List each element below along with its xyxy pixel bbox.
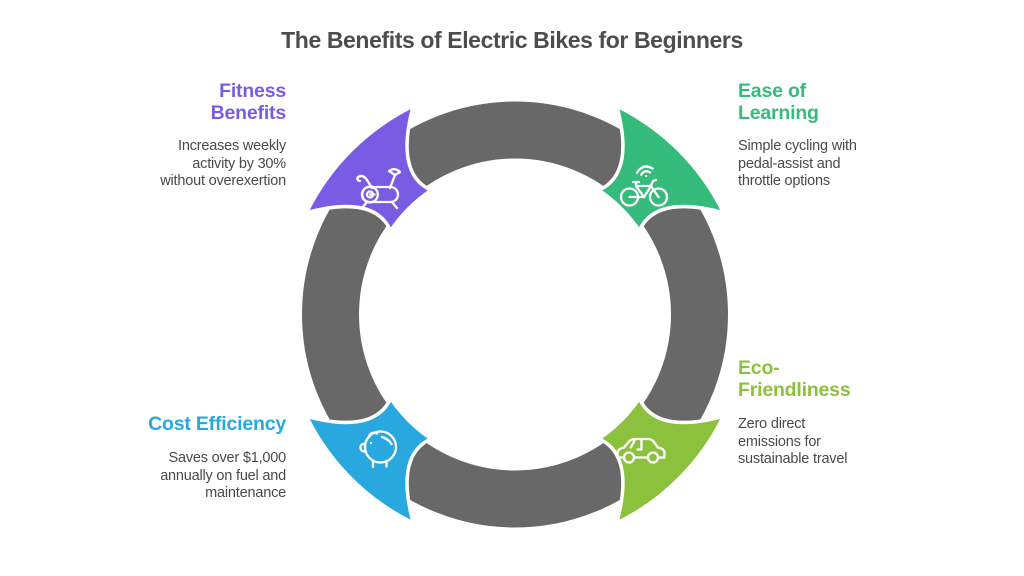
car-icon bbox=[616, 437, 666, 464]
section-heading: Eco- Friendliness bbox=[738, 357, 851, 401]
body-line: sustainable travel bbox=[738, 451, 848, 467]
body-line: throttle options bbox=[738, 173, 830, 189]
heading-line: Benefits bbox=[210, 102, 287, 124]
page-title: The Benefits of Electric Bikes for Begin… bbox=[281, 27, 743, 53]
section-eco-friendliness: Eco- Friendliness Zero direct emissions … bbox=[738, 357, 851, 469]
piggy-bank-icon bbox=[359, 430, 398, 469]
heading-line: Friendliness bbox=[738, 379, 851, 401]
section-fitness-benefits: Fitness Benefits Increases weekly activi… bbox=[160, 80, 286, 191]
body-line: Simple cycling with bbox=[738, 138, 857, 154]
segment-ease-of-learning bbox=[597, 104, 726, 233]
section-cost-efficiency: Cost Efficiency Saves over $1,000 annual… bbox=[148, 413, 286, 503]
body-line: Zero direct bbox=[738, 416, 806, 432]
body-line: maintenance bbox=[205, 485, 286, 501]
section-ease-of-learning: Ease of Learning Simple cycling with ped… bbox=[738, 80, 857, 191]
section-body: Saves over $1,000 annually on fuel and m… bbox=[148, 450, 286, 503]
body-line: without overexertion bbox=[160, 173, 286, 189]
section-heading: Cost Efficiency bbox=[148, 413, 286, 435]
connected-bicycle-icon bbox=[619, 165, 669, 207]
section-body: Simple cycling with pedal-assist and thr… bbox=[738, 138, 857, 191]
heading-line: Learning bbox=[738, 102, 819, 124]
section-heading: Ease of Learning bbox=[738, 80, 857, 124]
heading-line: Cost Efficiency bbox=[148, 413, 286, 435]
body-line: Increases weekly bbox=[177, 138, 286, 154]
section-heading: Fitness Benefits bbox=[160, 80, 287, 124]
body-line: activity by 30% bbox=[192, 155, 286, 172]
heading-line: Eco- bbox=[738, 357, 780, 379]
body-line: annually on fuel and bbox=[160, 467, 286, 484]
heading-line: Fitness bbox=[219, 80, 286, 102]
body-line: emissions for bbox=[738, 433, 821, 450]
ring-arc bbox=[302, 101, 728, 528]
segment-fitness bbox=[304, 104, 433, 233]
heading-line: Ease of bbox=[738, 80, 806, 102]
body-line: Saves over $1,000 bbox=[168, 450, 286, 466]
exercise-bike-icon bbox=[356, 168, 402, 210]
wifi-signal-icon bbox=[635, 165, 654, 178]
section-body: Zero direct emissions for sustainable tr… bbox=[738, 416, 850, 469]
section-body: Increases weekly activity by 30% without… bbox=[160, 138, 286, 191]
segment-eco-friendliness bbox=[597, 396, 726, 525]
body-line: pedal-assist and bbox=[738, 155, 841, 172]
segment-cost-efficiency bbox=[304, 396, 433, 525]
